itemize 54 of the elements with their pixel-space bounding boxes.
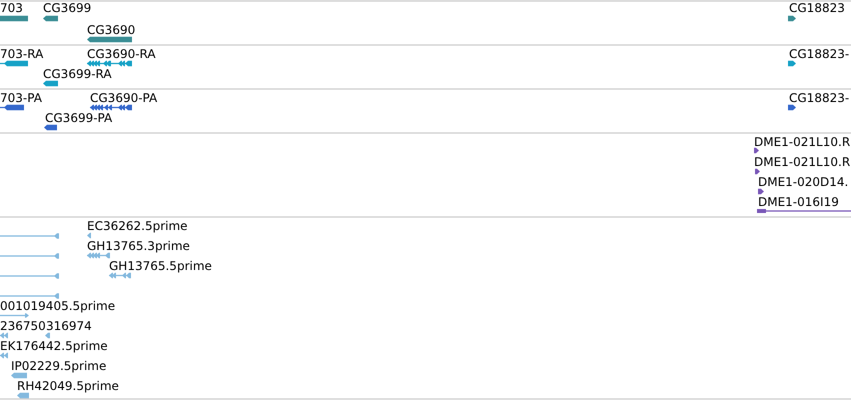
feature-label: RH42049.5prime — [17, 378, 119, 392]
feature-label: DME1-021L10.R — [754, 154, 850, 168]
gene-feature — [43, 16, 58, 22]
feature-label: CG3690-PA — [90, 91, 158, 105]
gene-feature — [788, 16, 796, 22]
feature-label: CG3699-RA — [43, 66, 112, 80]
feature-label: CG3699-PA — [45, 111, 112, 125]
clone-feature — [757, 209, 851, 213]
alignment-feature — [87, 252, 110, 258]
feature-label: 001019405.5prime — [0, 298, 116, 312]
feature-label: DME1-021L10.R — [754, 134, 850, 148]
alignment-feature — [0, 253, 59, 259]
alignment-feature — [11, 372, 27, 378]
feature-label: DME1-020D14. — [758, 174, 848, 188]
protein-feature — [90, 104, 132, 110]
feature-label: EC36262.5prime — [87, 218, 188, 232]
transcript-feature — [87, 60, 132, 66]
protein-feature — [0, 104, 24, 110]
alignment-feature — [0, 313, 29, 318]
feature-label: IP02229.5prime — [11, 358, 106, 372]
feature-label: GH13765.3prime — [87, 238, 190, 252]
protein-feature — [788, 104, 796, 110]
feature-label: 703-RA — [0, 46, 44, 60]
feature-label: EK176442.5prime — [0, 338, 108, 352]
feature-label: 316974 — [46, 318, 92, 332]
feature-label: CG3690-RA — [87, 46, 156, 60]
alignment-feature — [45, 332, 50, 338]
alignment-feature — [17, 392, 29, 398]
transcript-feature — [43, 80, 58, 86]
alignment-feature — [87, 232, 91, 238]
feature-label: CG3690 — [87, 22, 136, 36]
alignment-feature — [0, 233, 59, 239]
feature-label: GH13765.5prime — [109, 258, 212, 272]
feature-label: 703-PA — [0, 91, 42, 105]
feature-label: CG18823 — [789, 1, 845, 15]
transcript-feature — [788, 60, 796, 66]
alignment-feature — [0, 332, 8, 338]
alignment-feature — [0, 273, 59, 279]
feature-label: CG18823- — [789, 46, 850, 60]
clone-feature — [758, 188, 764, 194]
feature-label: CG3699 — [43, 1, 92, 15]
feature-label: CG18823- — [789, 91, 850, 105]
alignment-feature — [0, 293, 59, 299]
transcript-feature — [0, 60, 28, 66]
feature-label: DME1-016I19 — [758, 194, 839, 208]
gene-feature — [0, 16, 28, 22]
gene-feature — [87, 36, 132, 42]
clone-feature — [754, 148, 759, 154]
feature-label: 236750 — [0, 318, 46, 332]
feature-label: 703 — [0, 1, 23, 15]
alignment-feature — [0, 352, 8, 358]
alignment-feature — [109, 272, 131, 278]
clone-feature — [755, 168, 760, 174]
protein-feature — [44, 124, 57, 130]
